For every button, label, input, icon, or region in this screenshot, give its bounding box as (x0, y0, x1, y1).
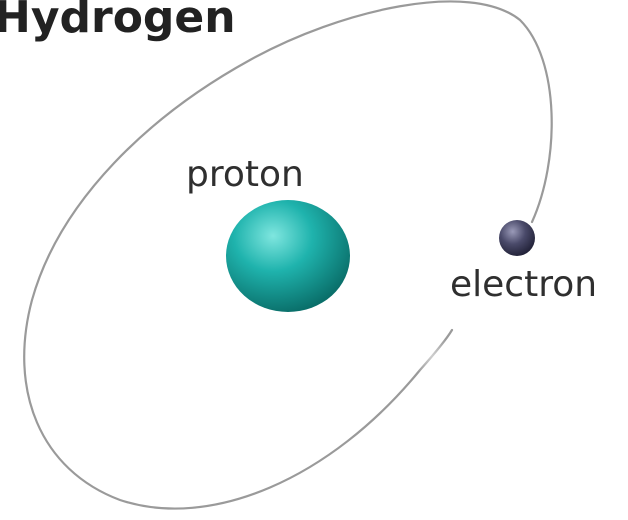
proton-sphere (226, 200, 350, 312)
electron-label: electron (450, 264, 598, 305)
proton-label: proton (186, 154, 304, 195)
electron-sphere (499, 220, 535, 256)
diagram-title: Hydrogen (0, 0, 236, 43)
electron-orbit (23, 0, 553, 510)
